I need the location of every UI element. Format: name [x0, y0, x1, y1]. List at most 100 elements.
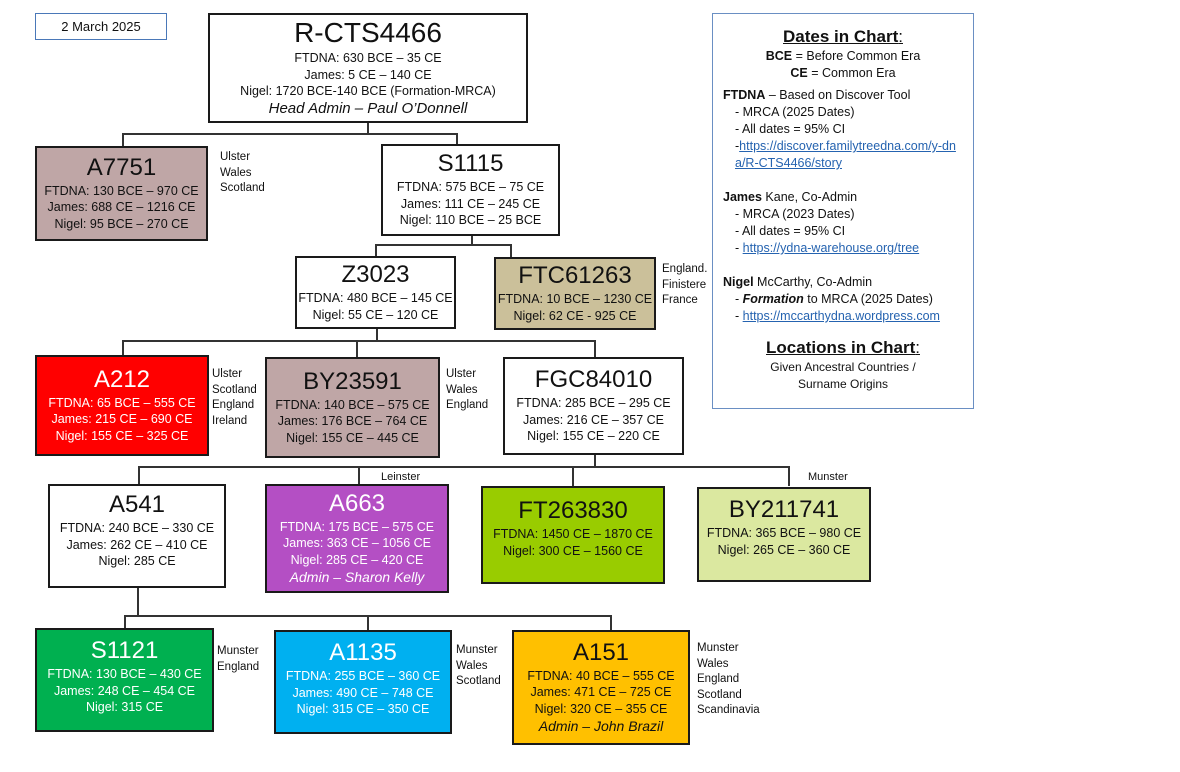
nigel-link[interactable]: https://mccarthydna.wordpress.com [742, 309, 940, 323]
node-title: S1115 [437, 150, 504, 178]
nigel-date: Nigel: 285 CE [98, 554, 176, 568]
node-by23591: BY23591 FTDNA: 140 BCE – 575 CE James: 1… [265, 357, 440, 458]
node-title: A663 [328, 489, 386, 517]
james-date: James: 215 CE – 690 CE [51, 412, 193, 427]
james-source: James Kane, Co-Admin [723, 190, 858, 204]
nigel-date: Nigel: 55 CE – 120 CE [312, 307, 439, 322]
locations-a663: Leinster [381, 471, 421, 483]
node-title: A7751 [86, 153, 157, 181]
ftdna-date: FTDNA: 175 BCE – 575 CE [279, 519, 435, 534]
date-label: 2 March 2025 [35, 13, 167, 40]
james-date: James: 363 CE – 1056 CE [283, 536, 431, 551]
nigel-date: Nigel: 95 BCE – 270 CE [54, 216, 189, 231]
ftdna-link-row: -https://discover.familytreedna.com/y-dn… [735, 139, 956, 170]
node-r-cts4466: R-CTS4466 FTDNA: 630 BCE – 35 CE James: … [208, 13, 528, 123]
admin-label: Admin – Sharon Kelly [289, 569, 425, 586]
ftdna-date: FTDNA: 240 BCE – 330 CE [59, 521, 215, 535]
nigel-link-row: - https://mccarthydna.wordpress.com [735, 309, 940, 323]
node-a151: A151 FTDNA: 40 BCE – 555 CE James: 471 C… [512, 630, 690, 745]
node-z3023: Z3023 FTDNA: 480 BCE – 145 CE Nigel: 55 … [295, 256, 456, 329]
ftdna-date: FTDNA: 1450 CE – 1870 CE [493, 527, 653, 541]
node-a7751: A7751 FTDNA: 130 BCE – 970 CE James: 688… [35, 146, 208, 241]
ftdna-date: FTDNA: 630 BCE – 35 CE [294, 51, 442, 66]
node-title: A212 [93, 365, 151, 393]
ftdna-date: FTDNA: 130 BCE – 970 CE [44, 183, 199, 198]
locations-by23591: Ulster Wales England [446, 368, 489, 411]
james-date: James: 216 CE – 357 CE [522, 412, 665, 427]
node-title: Z3023 [341, 261, 410, 288]
nigel-date: Nigel: 1720 BCE-140 BCE (Formation-MRCA) [240, 84, 496, 99]
ftdna-date: FTDNA: 130 BCE – 430 CE [47, 667, 202, 681]
locations-a7751: Ulster Wales Scotland [220, 151, 265, 194]
node-a212: A212 FTDNA: 65 BCE – 555 CE James: 215 C… [35, 355, 209, 456]
nigel-date: Nigel: 155 CE – 325 CE [55, 428, 189, 443]
dates-heading: Dates in Chart: [783, 27, 903, 46]
ftdna-item: - MRCA (2025 Dates) [735, 105, 855, 119]
ftdna-date: FTDNA: 65 BCE – 555 CE [48, 395, 196, 410]
node-title: BY23591 [303, 367, 402, 395]
node-title: BY211741 [728, 496, 840, 523]
james-date: James: 176 BCE – 764 CE [277, 414, 428, 429]
bce-definition: BCE = Before Common Era [765, 49, 921, 63]
node-by211741: BY211741 FTDNA: 365 BCE – 980 CE Nigel: … [697, 487, 871, 582]
ftdna-date: FTDNA: 285 BCE – 295 CE [516, 396, 671, 411]
james-date: James: 5 CE – 140 CE [304, 67, 432, 82]
locations-desc: Given Ancestral Countries / [770, 360, 916, 374]
node-title: A151 [572, 638, 630, 666]
nigel-source: Nigel McCarthy, Co-Admin [723, 275, 873, 289]
james-item: - All dates = 95% CI [735, 224, 846, 238]
locations-s1121: Munster England [217, 645, 260, 673]
ftdna-date: FTDNA: 10 BCE – 1230 CE [497, 292, 653, 306]
james-link[interactable]: https://ydna-warehouse.org/tree [742, 241, 920, 255]
node-title: S1121 [90, 637, 159, 664]
locations-a1135: Munster Wales Scotland [456, 644, 501, 687]
nigel-item: - Formation to MRCA (2025 Dates) [735, 292, 933, 306]
node-s1121: S1121 FTDNA: 130 BCE – 430 CE James: 248… [35, 628, 214, 732]
admin-label: Head Admin – Paul O’Donnell [268, 99, 468, 117]
james-link-row: - https://ydna-warehouse.org/tree [735, 241, 920, 255]
node-fgc84010: FGC84010 FTDNA: 285 BCE – 295 CE James: … [503, 357, 684, 455]
nigel-date: Nigel: 285 CE – 420 CE [290, 552, 424, 567]
node-s1115: S1115 FTDNA: 575 BCE – 75 CE James: 111 … [381, 144, 560, 236]
node-title: A541 [108, 491, 166, 518]
ftdna-date: FTDNA: 40 BCE – 555 CE [527, 668, 675, 683]
nigel-date: Nigel: 155 CE – 445 CE [286, 430, 419, 445]
admin-label: Admin – John Brazil [538, 718, 664, 735]
node-title: R-CTS4466 [294, 17, 442, 49]
nigel-date: Nigel: 315 CE – 350 CE [296, 702, 430, 716]
james-date: James: 262 CE – 410 CE [66, 537, 208, 552]
node-title: A1135 [329, 639, 397, 666]
ftdna-source: FTDNA – Based on Discover Tool [723, 88, 911, 102]
james-item: - MRCA (2023 Dates) [735, 207, 855, 221]
node-title: FT263830 [518, 497, 628, 524]
node-title: FGC84010 [534, 366, 653, 394]
nigel-date: Nigel: 155 CE – 220 CE [527, 429, 660, 444]
nigel-date: Nigel: 265 CE – 360 CE [717, 542, 851, 557]
ftdna-date: FTDNA: 365 BCE – 980 CE [706, 526, 862, 540]
locations-heading: Locations in Chart: [766, 338, 920, 357]
ftdna-date: FTDNA: 140 BCE – 575 CE [275, 397, 430, 412]
nigel-date: Nigel: 62 CE - 925 CE [513, 308, 637, 323]
ce-definition: CE = Common Era [790, 66, 896, 80]
james-date: James: 471 CE – 725 CE [530, 685, 672, 700]
james-date: James: 111 CE – 245 CE [400, 196, 541, 211]
node-a1135: A1135 FTDNA: 255 BCE – 360 CE James: 490… [274, 630, 452, 734]
legend-panel: Dates in Chart: BCE = Before Common Era … [712, 13, 974, 409]
node-ftc61263: FTC61263 FTDNA: 10 BCE – 1230 CE Nigel: … [494, 257, 656, 330]
locations-desc: Surname Origins [797, 377, 889, 391]
ftdna-link[interactable]: https://discover.familytreedna.com/y-dna… [735, 139, 956, 170]
node-ft263830: FT263830 FTDNA: 1450 CE – 1870 CE Nigel:… [481, 486, 665, 584]
locations-by211741: Munster [808, 471, 848, 483]
ftdna-date: FTDNA: 255 BCE – 360 CE [285, 669, 441, 683]
ftdna-date: FTDNA: 575 BCE – 75 CE [396, 180, 545, 195]
nigel-date: Nigel: 110 BCE – 25 BCE [399, 213, 542, 228]
ftdna-date: FTDNA: 480 BCE – 145 CE [298, 291, 453, 305]
locations-a212: Ulster Scotland England Ireland [212, 368, 257, 427]
james-date: James: 248 CE – 454 CE [53, 683, 196, 698]
node-a663: A663 FTDNA: 175 BCE – 575 CE James: 363 … [265, 484, 449, 593]
james-date: James: 688 CE – 1216 CE [47, 200, 196, 215]
node-title: FTC61263 [518, 262, 632, 289]
nigel-date: Nigel: 300 CE – 1560 CE [503, 543, 643, 558]
james-date: James: 490 CE – 748 CE [292, 685, 434, 700]
nigel-date: Nigel: 315 CE [85, 700, 164, 714]
